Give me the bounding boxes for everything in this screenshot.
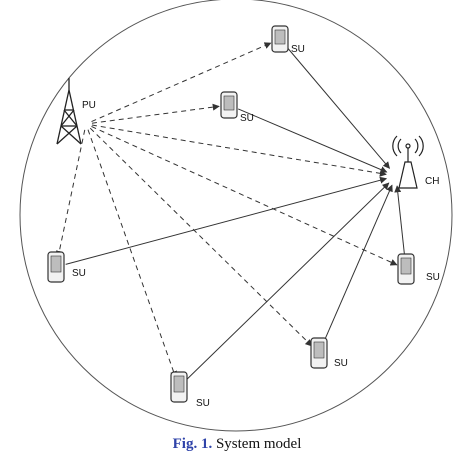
node-su-bottom: SU [170,371,210,409]
node-su-lower-right: SU [310,337,348,369]
edge-su4-ch [394,185,406,260]
base-station-icon [392,135,424,189]
edge-pu-su5 [89,127,313,347]
edge-su1-ch [286,46,390,169]
figure-number: Fig. 1. [172,436,213,452]
edge-pu-su3 [55,129,86,258]
su-label: SU [196,398,210,409]
coverage-circle [19,0,453,432]
figure-title: System model [215,436,302,452]
node-su-top: SU [271,25,305,55]
edge-su5-ch [322,184,393,345]
edge-pu-su1 [91,42,272,123]
figure-caption: Fig. 1. System model [0,436,474,453]
edge-pu-su2 [91,103,220,124]
node-pu: PU [56,78,96,145]
su-label: SU [291,44,305,55]
edge-su3-ch [65,176,388,265]
phone-screen [400,257,412,275]
edge-su2-ch [238,108,388,173]
ch-label: CH [425,176,439,187]
tower-icon [56,78,82,145]
phone-screen [313,341,325,359]
edge-pu-su4 [91,126,398,266]
phone-screen [223,95,235,111]
su-label: SU [72,268,86,279]
edge-pu-su6 [87,129,177,379]
node-su-upper-mid: SU [220,91,254,124]
phone-screen [274,29,286,45]
pu-label: PU [82,100,96,111]
node-su-left: SU [47,251,86,283]
su-label: SU [334,358,348,369]
edges-layer [55,42,406,381]
edge-pu-ch [91,124,387,177]
edge-su6-ch [185,182,390,381]
phone-screen [50,255,62,273]
su-label: SU [240,113,254,124]
node-ch: CH [392,135,439,189]
su-label: SU [426,272,440,283]
node-su-right: SU [397,253,440,285]
phone-screen [173,375,185,393]
